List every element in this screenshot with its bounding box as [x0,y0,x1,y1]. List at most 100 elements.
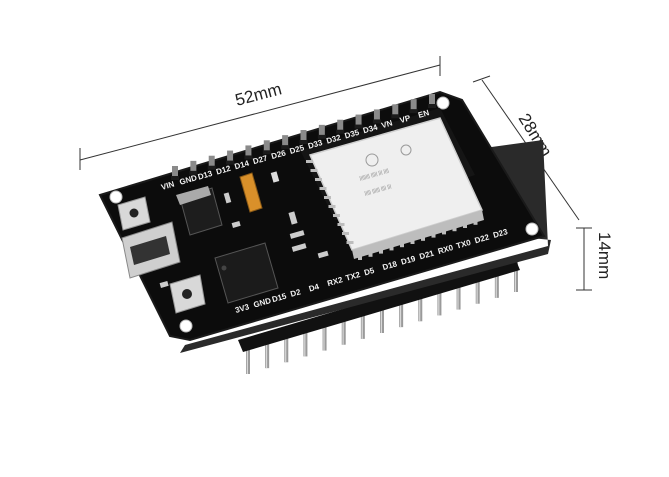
top-header-pins [171,94,436,180]
bottom-pin-label: TX0 [455,238,472,251]
top-pin-label: EN [417,108,430,120]
bottom-pin-label: D2 [289,287,302,299]
header-pin-shine [457,275,459,310]
en-button[interactable] [117,196,151,231]
top-pin-label: D13 [197,169,214,182]
module-pad [431,229,436,238]
header-pin-base [409,109,418,114]
header-pin-shine [285,328,287,363]
header-pin [373,109,380,122]
logo-mark [365,153,379,167]
header-pin-shine [361,304,363,339]
top-pin-label: VN [380,118,393,130]
module-pad [333,214,340,217]
top-pin-label: D32 [325,133,342,146]
module-pad [337,223,345,226]
header-pin-shine [246,340,248,374]
header-pin-shine [495,263,497,298]
header-pin [282,135,289,148]
bottom-pin-label: D5 [363,266,376,278]
header-pin-base [207,165,216,170]
module-pad [324,196,331,199]
header-pin [429,94,435,106]
header-pin [190,160,197,173]
usb-port-opening [130,236,170,265]
header-pin-shine [438,281,440,316]
bottom-header-pins [246,258,518,374]
header-pin-shine [419,287,421,322]
header-strip [238,258,520,352]
top-pin-label: D12 [215,164,232,177]
header-pin [245,145,252,158]
regulator-tab [176,186,211,205]
top-pin-label: VIN [160,180,176,192]
header-pin-shine [304,322,306,357]
header-pin [208,155,215,168]
mounting-hole [436,96,450,110]
header-pin-shine [342,310,344,345]
header-pin-shine [514,258,516,292]
bottom-pin-label: D19 [400,254,417,267]
header-pin-base [189,170,198,175]
module-pad [310,169,318,172]
header-pin [355,114,362,127]
header-pin-base [336,129,345,134]
header-pin-base [226,160,235,165]
module-pad [400,239,404,248]
header-pin-shine [323,316,325,351]
bottom-pin-label: RX0 [437,243,455,256]
header-pin-base [281,145,290,150]
usb-uart-chip [214,242,279,304]
esp32-shield-edge [352,210,484,259]
tantalum-capacitor [239,172,263,213]
top-pin-label: D33 [307,138,324,151]
top-pin-label: D27 [252,153,269,166]
module-pad [463,220,467,228]
bottom-pin-label: D15 [271,291,288,304]
module-pad [389,242,394,251]
height-label: 14mm [595,232,614,279]
mounting-hole [525,222,539,236]
module-pad [452,223,457,232]
logo-mark [400,144,412,156]
header-pin-base [262,150,271,155]
top-pin-label: D26 [270,148,287,161]
top-pin-label: VP [399,113,412,125]
header-pin-base [391,114,400,119]
header-pin-shine [476,269,478,304]
header-pin-shine [380,299,382,333]
length-label: 52mm [233,79,284,110]
top-pin-label: D35 [344,128,361,141]
module-pad [379,245,383,254]
header-pin [227,150,234,163]
bottom-pin-label: D22 [474,232,491,245]
header-pin [263,140,270,153]
header-pin [300,130,307,142]
header-pin-base [299,140,308,144]
module-pad [346,241,354,244]
module-pad [319,187,327,190]
module-pad [421,232,425,241]
header-pin [337,119,344,132]
smd-components [159,171,329,288]
module-pad [368,248,373,257]
bottom-pin-label: D4 [308,282,321,294]
header-pin [392,104,399,117]
module-pad [358,252,362,260]
module-pad [442,226,446,235]
bottom-pin-label: TX2 [345,270,362,283]
header-pin-base [244,155,253,160]
header-pin [172,166,178,178]
header-pin [410,99,417,112]
header-pin-base [317,134,326,139]
module-pad [328,205,336,208]
module-pad [342,232,349,235]
header-pin-base [428,104,436,108]
mounting-hole [179,319,193,333]
top-pin-label: D34 [362,123,379,136]
top-pin-label: D25 [289,143,306,156]
boot-button[interactable] [169,274,206,314]
